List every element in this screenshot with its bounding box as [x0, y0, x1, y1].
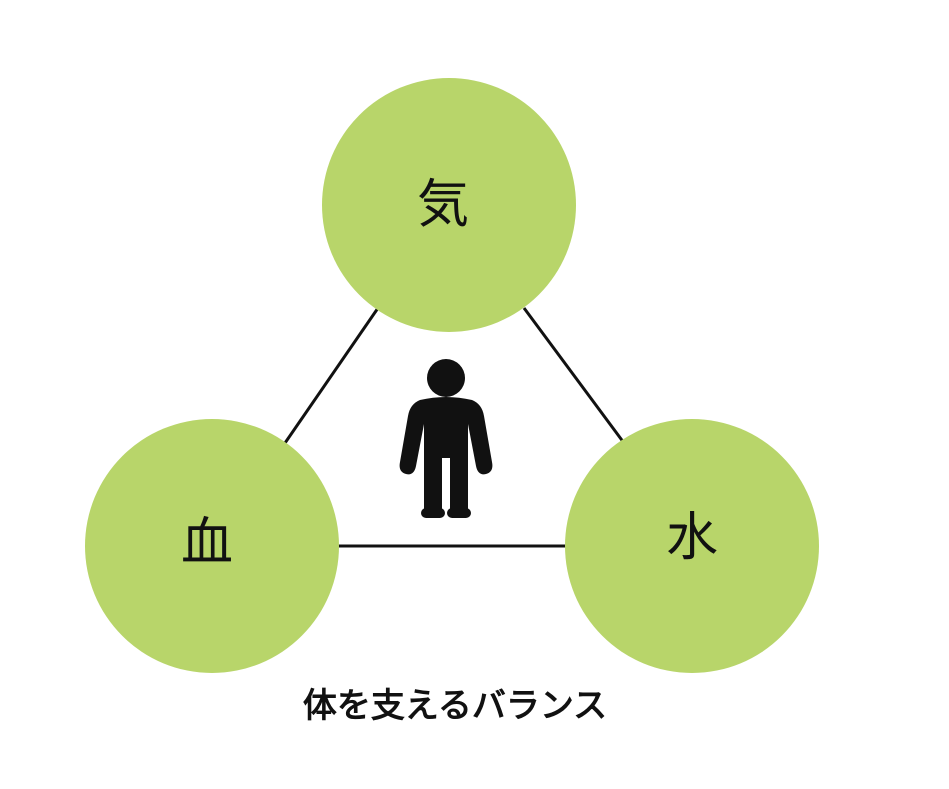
- node-ketsu-label: 血: [181, 513, 233, 573]
- node-ki-label: 気: [417, 175, 469, 235]
- node-sui: 水: [565, 419, 819, 673]
- node-ki-circle: [322, 78, 576, 332]
- person-icon: [399, 359, 493, 518]
- node-sui-label: 水: [666, 508, 718, 568]
- node-ketsu: 血: [85, 419, 339, 673]
- connector-top-right: [522, 307, 626, 444]
- node-ketsu-circle: [85, 419, 339, 673]
- connector-top-left: [283, 307, 380, 444]
- node-ki: 気: [322, 78, 576, 332]
- node-sui-circle: [565, 419, 819, 673]
- diagram-caption: 体を支えるバランス: [303, 686, 607, 726]
